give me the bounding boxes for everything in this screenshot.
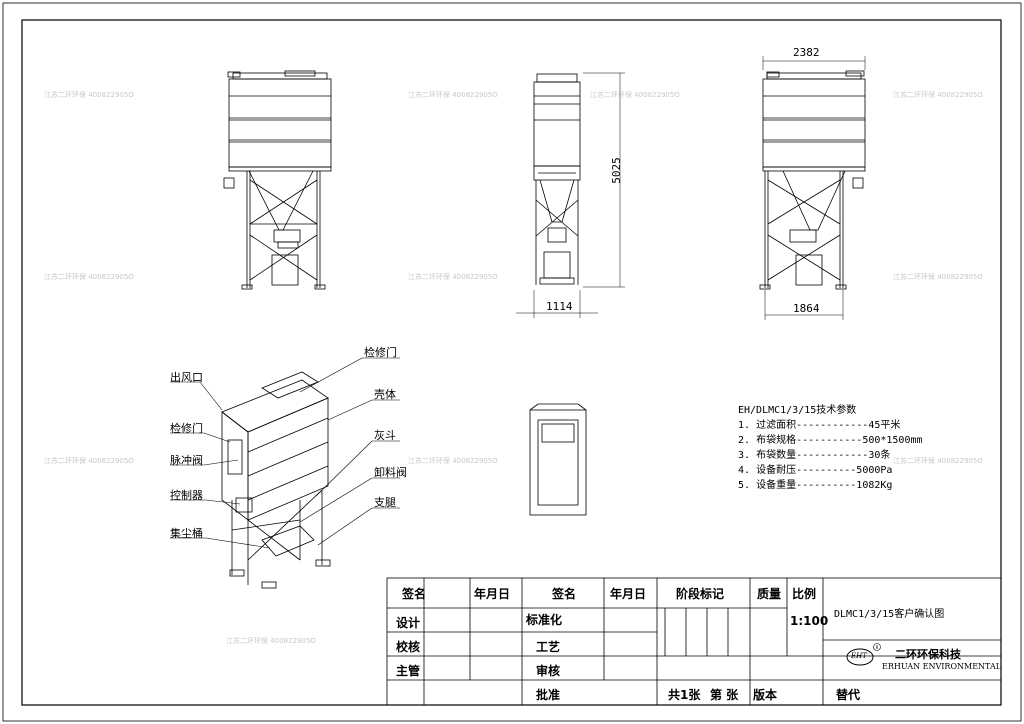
callout-access-door-top: 检修门 (364, 346, 397, 359)
title-block-grid (386, 577, 1002, 706)
callout-controller: 控制器 (170, 489, 203, 502)
tb-sign-name: 签名 (402, 587, 427, 601)
param-row: 2. 布袋规格-----------500*1500mm (738, 435, 923, 446)
dim-height: 5025 (609, 157, 623, 184)
callout-access-door-left: 检修门 (170, 422, 203, 435)
tb-version: 版本 (753, 688, 778, 702)
tb-company-cn: 二环环保科技 (895, 648, 961, 661)
tb-mass: 质量 (757, 587, 782, 601)
tb-check: 校核 (396, 640, 421, 654)
tb-date: 年月日 (474, 587, 511, 601)
param-row: 5. 设备重量----------1082Kg (738, 480, 893, 491)
tb-logo-text: EHT (851, 652, 867, 660)
params-title: EH/DLMC1/3/15技术参数 (738, 405, 857, 416)
tb-scale-value: 1:100 (790, 614, 829, 628)
watermark: 江苏二环环保 400822905O (44, 91, 134, 99)
callout-dust-bin: 集尘桶 (170, 527, 203, 540)
dim-top-width: 2382 (793, 46, 820, 59)
tb-replace: 替代 (836, 688, 861, 702)
tb-date2: 年月日 (610, 587, 647, 601)
tb-supervisor: 主管 (396, 664, 421, 678)
watermark: 江苏二环环保 400822905O (893, 273, 983, 281)
tb-review: 审核 (536, 664, 561, 678)
callout-legs: 支腿 (374, 496, 396, 509)
watermark: 江苏二环环保 400822905O (408, 273, 498, 281)
tb-drawing-name: DLMC1/3/15客户确认图 (834, 609, 945, 620)
watermark: 江苏二环环保 400822905O (44, 457, 134, 465)
watermark: 江苏二环环保 400822905O (408, 457, 498, 465)
tb-sheet-no: 第 张 (710, 688, 739, 702)
watermark: 江苏二环环保 400822905O (893, 91, 983, 99)
inner-frame (21, 19, 1002, 706)
dim-base-width-rear: 1864 (793, 302, 820, 315)
tb-scale-label: 比例 (792, 587, 817, 601)
callout-pulse-valve: 脉冲阀 (170, 454, 203, 467)
callout-discharge-valve: 卸料阀 (374, 466, 407, 479)
watermark: 江苏二环环保 400822905O (226, 637, 316, 645)
watermark: 江苏二环环保 400822905O (408, 91, 498, 99)
tb-company-en: ERHUAN ENVIRONMENTAL (882, 662, 1002, 671)
tb-design: 设计 (396, 616, 421, 630)
tb-standardize: 标准化 (526, 613, 563, 627)
callout-shell: 壳体 (374, 388, 396, 401)
watermark: 江苏二环环保 400822905O (590, 91, 680, 99)
isometric-view (221, 371, 331, 589)
tb-approve: 批准 (536, 688, 561, 702)
watermark: 江苏二环环保 400822905O (44, 273, 134, 281)
watermark: 江苏二环环保 400822905O (893, 457, 983, 465)
callout-leaders (170, 357, 400, 549)
rear-view (759, 56, 866, 320)
param-row: 3. 布袋数量------------30条 (738, 450, 891, 461)
top-view (529, 403, 587, 516)
svg-text:R: R (876, 645, 879, 650)
param-row: 4. 设备耐压----------5000Pa (738, 465, 893, 476)
side-view (516, 72, 625, 318)
tech-params: EH/DLMC1/3/15技术参数 1. 过滤面积------------45平… (738, 403, 923, 493)
tb-stage-mark: 阶段标记 (676, 587, 725, 601)
callout-outlet: 出风口 (170, 371, 203, 384)
front-view (223, 70, 332, 290)
param-row: 1. 过滤面积------------45平米 (738, 420, 901, 431)
tb-sign-name2: 签名 (552, 587, 577, 601)
company-logo: R (846, 643, 881, 666)
tb-process: 工艺 (536, 640, 561, 654)
tb-sheets: 共1张 (668, 688, 701, 702)
dim-base-width-side: 1114 (546, 300, 573, 313)
callout-hopper: 灰斗 (374, 429, 396, 442)
